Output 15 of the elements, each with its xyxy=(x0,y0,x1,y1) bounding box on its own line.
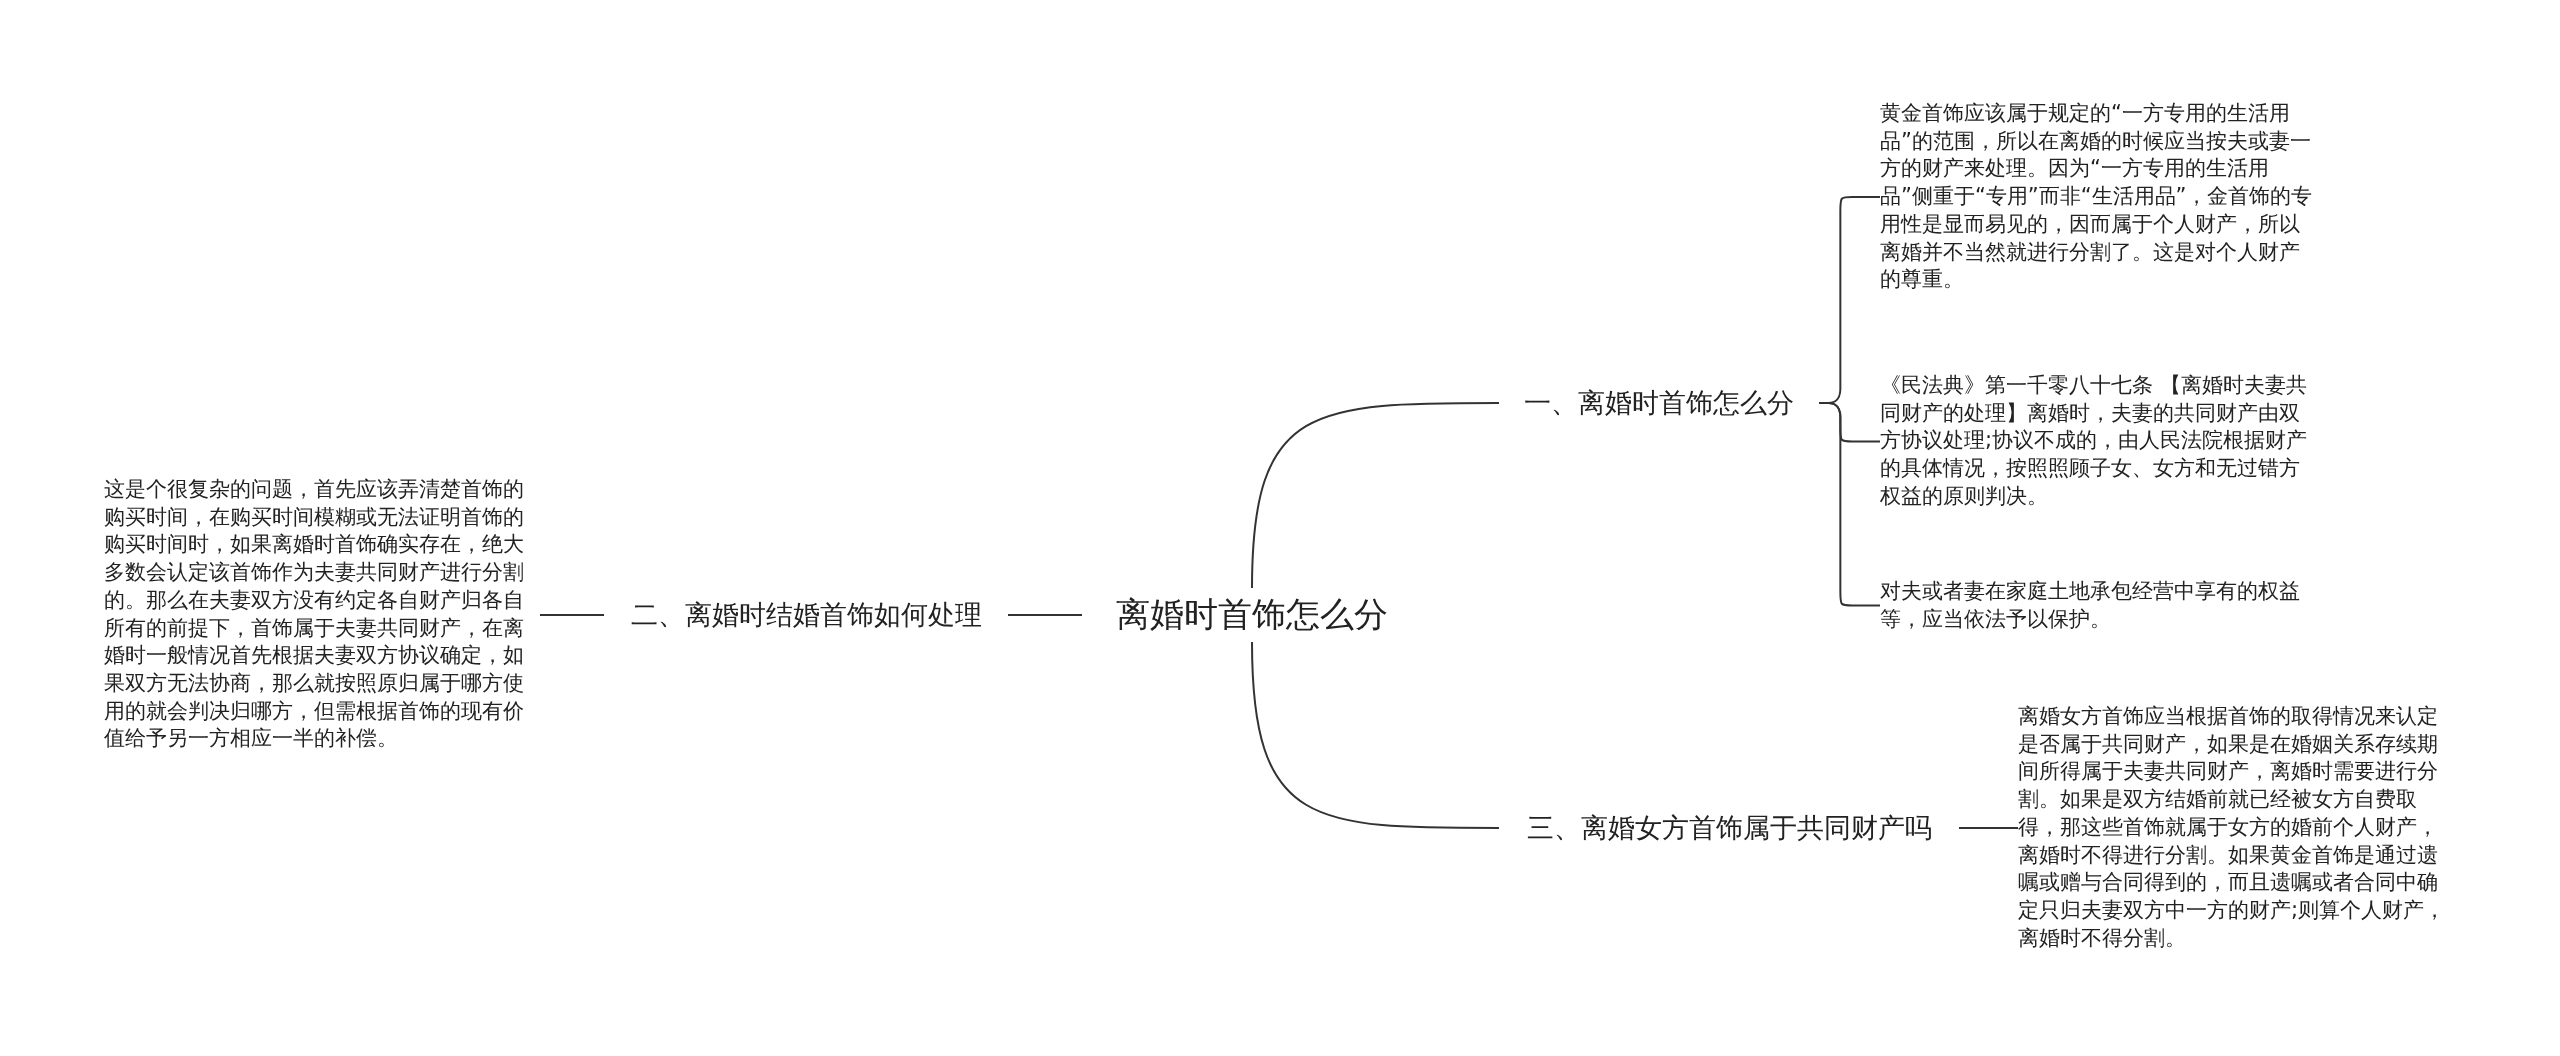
leaf-text: 这是个很复杂的问题，首先应该弄清楚首饰的购买时间，在购买时间模糊或无法证明首饰的购买时间时，如果离婚时首饰确实存在，绝大多数会认定该首饰作为夫妻共同财产进行分割的。那么在夫妻双方没有约定各自财产归各自所有的前提下，首饰属于夫妻共同财产，在离婚时一般情况首先根据夫妻双方协议确定，如果双方无法协商，那么就按照原归属于哪方使用的就会判决归哪方，但需根据首饰的现有价值给予另一方相应一半的补偿。 xyxy=(104,476,540,754)
leaf-text: 离婚女方首饰应当根据首饰的取得情况来认定是否属于共同财产，如果是在婚姻关系存续期间所得属于夫妻共同财产，离婚时需要进行分割。如果是双方结婚前就已经被女方自费取得，那这些首饰就属于女方的婚前个人财产，离婚时不得进行分割。如果黄金首饰是通过遗嘱或赠与合同得到的，而且遗嘱或者合同中确定只归夫妻双方中一方的财产;则算个人财产，离婚时不得分割。 xyxy=(2018,703,2454,953)
leaf-text: 对夫或者妻在家庭土地承包经营中享有的权益等，应当依法予以保护。 xyxy=(1880,578,2316,634)
leaf-text: 黄金首饰应该属于规定的“一方专用的生活用品”的范围，所以在离婚的时候应当按夫或妻一方的财产来处理。因为“一方专用的生活用品”侧重于“专用”而非“生活用品”，金首饰的专用性是显而易见的，因而属于个人财产，所以离婚并不当然就进行分割了。这是对个人财产的尊重。 xyxy=(1880,100,2316,294)
connector-line xyxy=(1007,614,1083,616)
leaf-text: 《民法典》第一千零八十七条 【离婚时夫妻共同财产的处理】离婚时，夫妻的共同财产由双方协议处理;协议不成的，由人民法院根据财产的具体情况，按照照顾子女、女方和无过错方权益的原则判决。 xyxy=(1880,372,2316,511)
connector-line xyxy=(1818,402,1881,607)
branch-topic: 一、离婚时首饰怎么分 xyxy=(1499,381,1819,425)
branch-topic: 二、离婚时结婚首饰如何处理 xyxy=(604,593,1008,637)
connector-line xyxy=(1251,402,1500,589)
connector-line xyxy=(1251,641,1500,829)
central-topic: 离婚时首饰怎么分 xyxy=(1082,588,1422,642)
connector-line xyxy=(539,614,605,616)
connector-line xyxy=(1958,827,2019,829)
branch-topic: 三、离婚女方首饰属于共同财产吗 xyxy=(1499,806,1959,850)
